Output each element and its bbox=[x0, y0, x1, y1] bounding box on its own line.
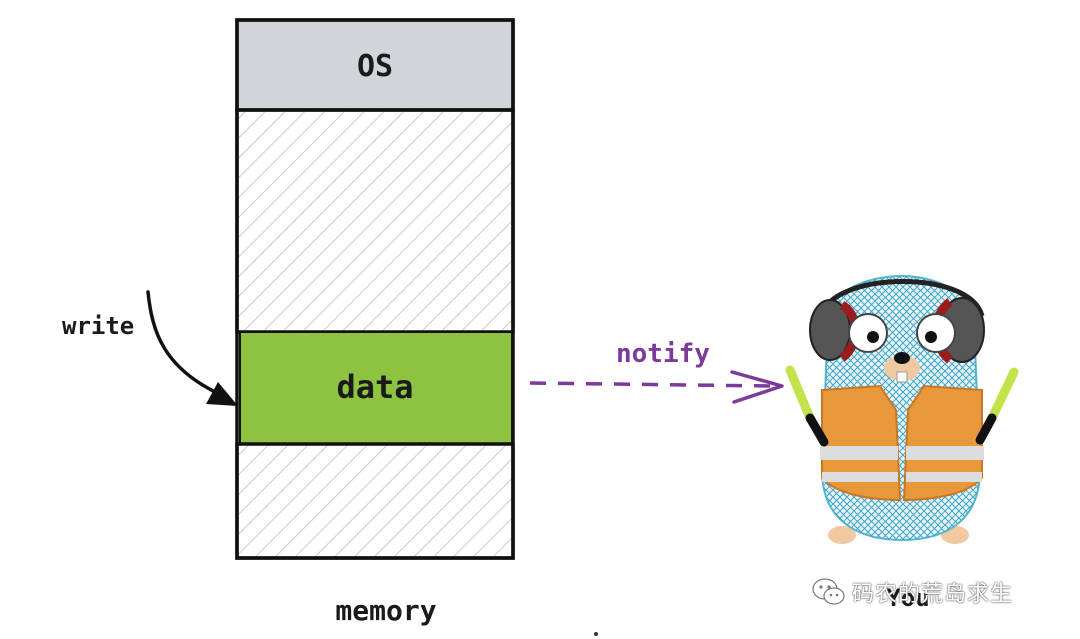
data-label: data bbox=[336, 368, 413, 406]
memory-data-region bbox=[239, 331, 513, 445]
write-label: write bbox=[62, 312, 134, 340]
you-label: You bbox=[886, 584, 929, 612]
memory-free-region-lower bbox=[235, 442, 515, 560]
memory-outline bbox=[235, 18, 515, 560]
memory-block bbox=[235, 18, 515, 560]
notify-arrow bbox=[529, 381, 771, 388]
memory-free-region-upper bbox=[235, 108, 515, 334]
notify-arrowhead bbox=[730, 370, 784, 404]
os-label: OS bbox=[357, 49, 393, 84]
write-arrowhead bbox=[206, 382, 238, 406]
wechat-icon bbox=[812, 578, 845, 605]
memory-label: memory bbox=[335, 594, 436, 627]
watermark: 码农的荒岛求生 bbox=[812, 572, 1013, 612]
write-arrow bbox=[146, 290, 230, 400]
gopher-illustration bbox=[785, 274, 1019, 544]
decorative-dot bbox=[594, 632, 598, 636]
watermark-text: 码农的荒岛求生 bbox=[852, 582, 1014, 607]
notify-label: notify bbox=[616, 339, 710, 369]
